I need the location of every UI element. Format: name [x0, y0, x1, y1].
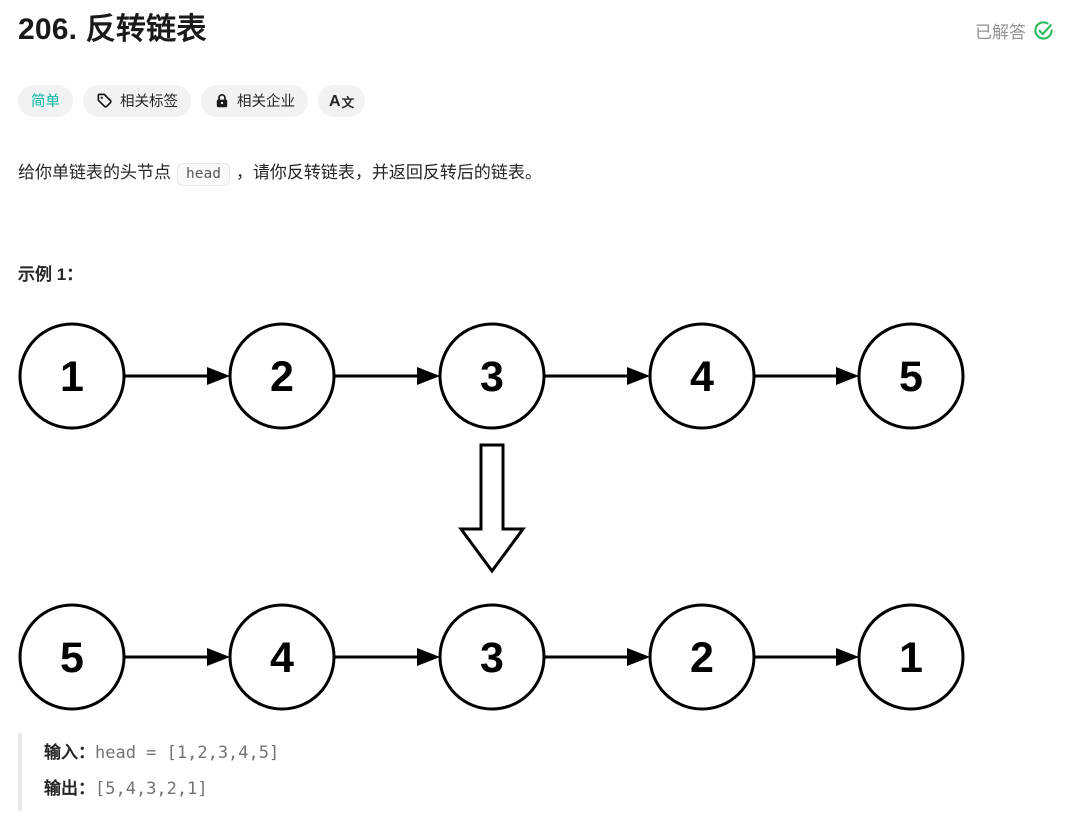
tag-icon [97, 93, 112, 108]
example-code-block: 输入：head = [1,2,3,4,5] 输出：[5,4,3,2,1] [18, 732, 1054, 811]
tags-row: 简单 相关标签 相关企业 A文 [18, 84, 1054, 117]
arrowhead [836, 647, 859, 666]
top-list-node [857, 322, 965, 430]
bottom-list-node-value: 4 [270, 634, 294, 682]
arrowhead [627, 366, 650, 385]
linked-list-svg: 1 2 3 4 5 5 4 3 2 1 [18, 322, 965, 711]
example-heading: 示例 1： [18, 264, 84, 284]
solved-status: 已解答 [975, 18, 1054, 43]
arrowhead [207, 647, 230, 666]
translate-letter: A [329, 92, 341, 110]
lock-icon [216, 93, 228, 107]
bottom-list-node-value: 5 [60, 634, 84, 682]
page-title: 206. 反转链表 [18, 13, 207, 46]
translate-button[interactable]: A文 [318, 84, 366, 117]
problem-header: 206. 反转链表 已解答 [18, 10, 1054, 51]
example-output-line: 输出：[5,4,3,2,1] [44, 771, 1054, 807]
top-list-node-value: 3 [480, 353, 504, 401]
solved-label: 已解答 [975, 23, 1026, 42]
down-arrow-icon [458, 443, 526, 574]
example-input-line: 输入：head = [1,2,3,4,5] [44, 735, 1054, 771]
problem-description: 给你单链表的头节点 head，请你反转链表，并返回反转后的链表。 [18, 159, 1054, 186]
related-companies-button[interactable]: 相关企业 [201, 84, 308, 117]
bottom-list-node [18, 603, 126, 711]
top-list-node-value: 2 [270, 353, 294, 401]
bottom-list-node-value: 3 [480, 634, 504, 682]
top-list-node [228, 322, 336, 430]
arrowhead [417, 366, 440, 385]
problem-page: 206. 反转链表 已解答 简单 相关标签 相关企业 [18, 10, 1054, 811]
description-prefix: 给你单链表的头节点 [18, 162, 171, 182]
related-tags-button[interactable]: 相关标签 [83, 84, 191, 117]
bottom-list-node [857, 603, 965, 711]
output-value: [5,4,3,2,1] [95, 778, 208, 799]
linked-list-diagram: 1 2 3 4 5 5 4 3 2 1 [18, 321, 1054, 713]
output-label: 输出： [44, 778, 95, 798]
bottom-list-node [228, 603, 336, 711]
top-list-node [18, 322, 126, 430]
input-label: 输入： [44, 742, 95, 762]
translate-cjk: 文 [341, 95, 355, 110]
description-suffix: ，请你反转链表，并返回反转后的链表。 [235, 162, 542, 182]
related-companies-label: 相关企业 [237, 94, 295, 110]
top-list-node-value: 5 [899, 353, 923, 401]
arrowhead [207, 366, 230, 385]
check-circle-icon [1034, 21, 1053, 40]
arrowhead [627, 647, 650, 666]
top-list-node [648, 322, 756, 430]
bottom-list-node [648, 603, 756, 711]
translate-icon: A文 [329, 91, 354, 111]
top-list-node-value: 4 [690, 353, 714, 401]
top-list-node-value: 1 [60, 353, 84, 401]
difficulty-badge[interactable]: 简单 [18, 84, 73, 117]
bottom-list-node [438, 603, 546, 711]
top-list-node [438, 322, 546, 430]
arrowhead [836, 366, 859, 385]
input-value: head = [1,2,3,4,5] [95, 742, 280, 763]
inline-code-head: head [177, 162, 230, 186]
bottom-list-node-value: 1 [899, 634, 923, 682]
related-tags-label: 相关标签 [120, 94, 178, 110]
bottom-list-node-value: 2 [690, 634, 714, 682]
arrowhead [417, 647, 440, 666]
